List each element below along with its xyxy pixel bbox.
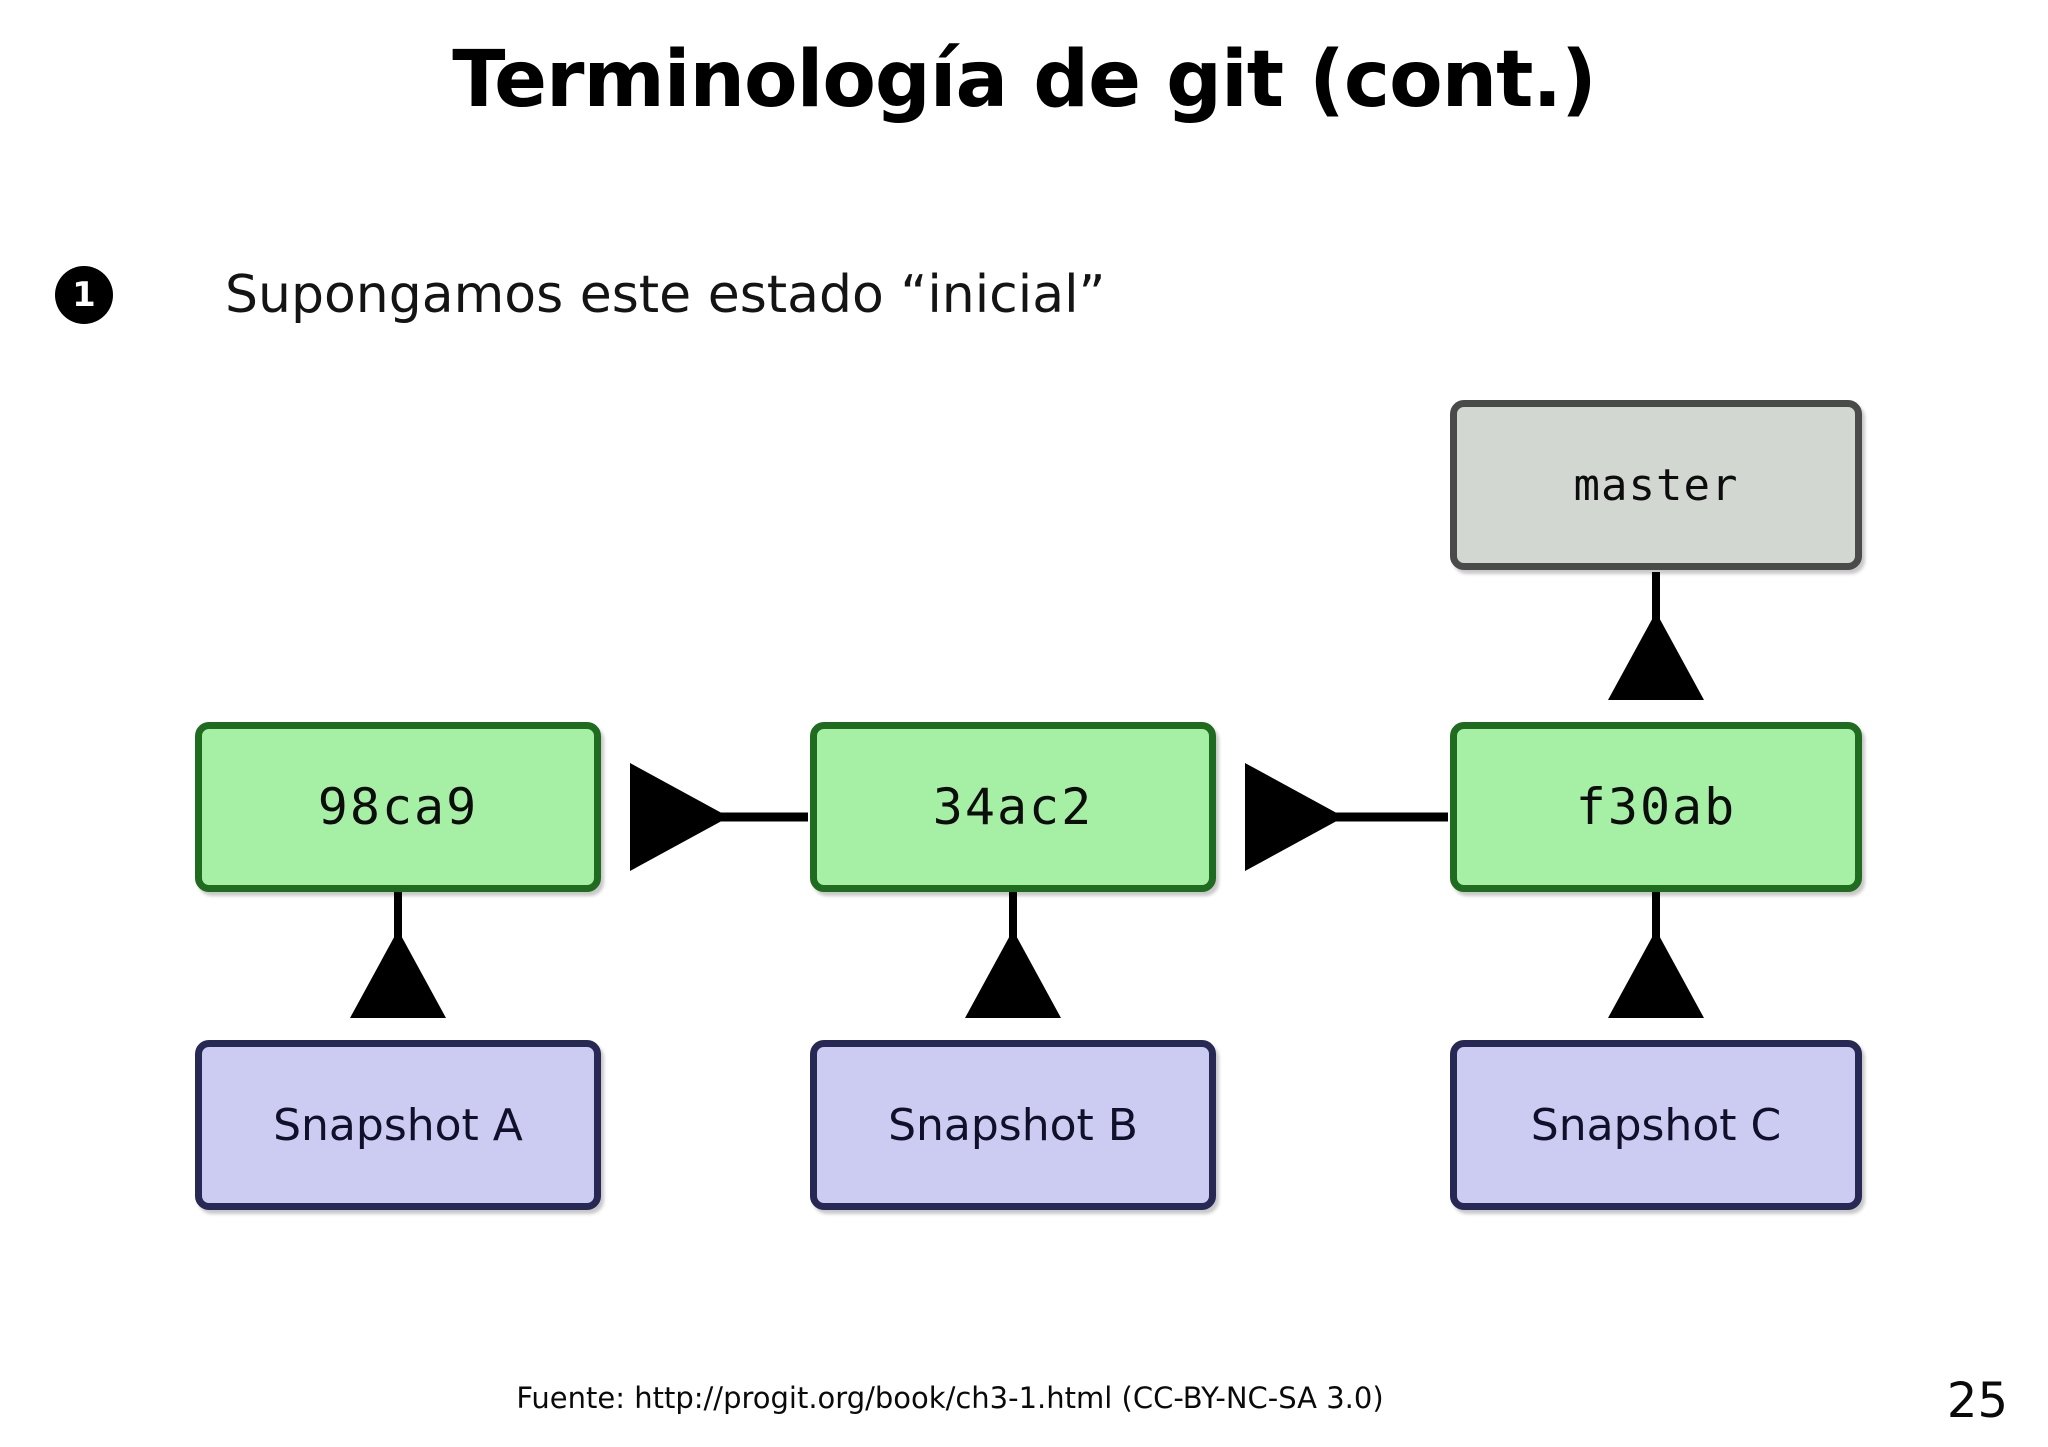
commit-box-98ca9[interactable]: 98ca9 — [195, 722, 601, 892]
footer-source-text: Fuente: http://progit.org/book/ch3-1.htm… — [516, 1381, 1384, 1415]
commit-box-f30ab[interactable]: f30ab — [1450, 722, 1862, 892]
page-number: 25 — [1946, 1373, 2008, 1429]
branch-box-master[interactable]: master — [1450, 400, 1862, 570]
commit-label: 98ca9 — [317, 778, 479, 836]
snapshot-label: Snapshot B — [888, 1099, 1138, 1151]
snapshot-label: Snapshot C — [1530, 1099, 1782, 1151]
snapshot-box-c[interactable]: Snapshot C — [1450, 1040, 1862, 1210]
commit-label: f30ab — [1575, 778, 1737, 836]
bullet-text: Supongamos este estado “inicial” — [225, 265, 1106, 325]
snapshot-box-a[interactable]: Snapshot A — [195, 1040, 601, 1210]
snapshot-label: Snapshot A — [273, 1099, 523, 1151]
bullet-row: 1 Supongamos este estado “inicial” — [55, 262, 1555, 332]
commit-box-34ac2[interactable]: 34ac2 — [810, 722, 1216, 892]
commit-label: 34ac2 — [932, 778, 1094, 836]
branch-label: master — [1573, 459, 1739, 511]
snapshot-box-b[interactable]: Snapshot B — [810, 1040, 1216, 1210]
bullet-number-one-icon: 1 — [55, 266, 113, 324]
page-title: Terminología de git (cont.) — [452, 35, 1597, 125]
